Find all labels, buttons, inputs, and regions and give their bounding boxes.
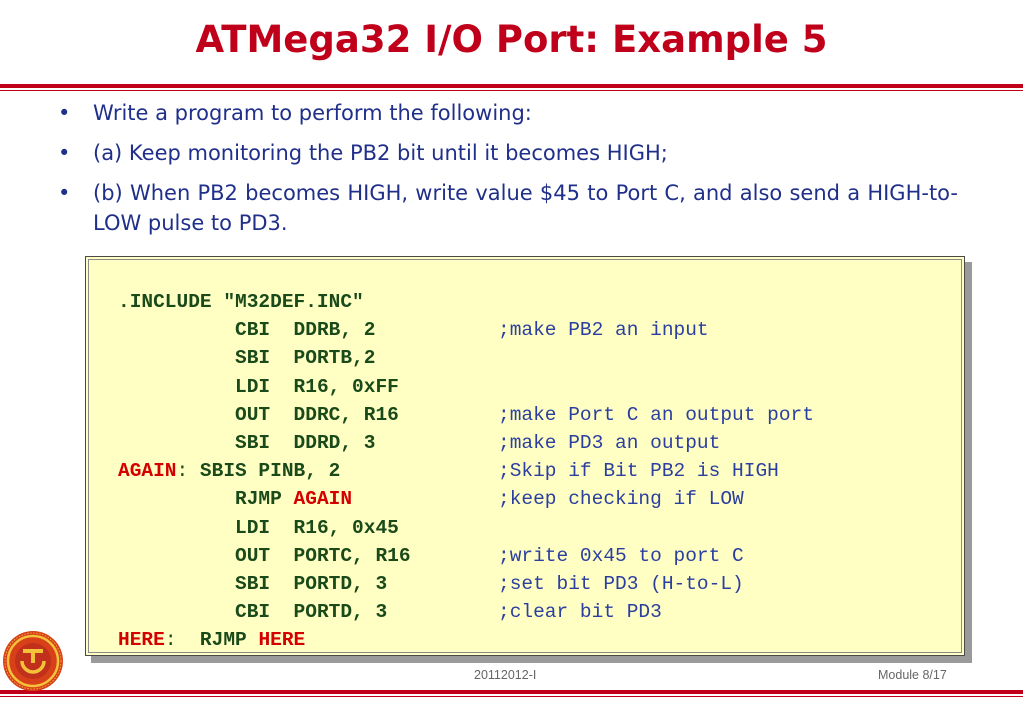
bullet-text: Write a program to perform the following… — [93, 101, 532, 125]
code-line: OUT DDRC, R16 ;make Port C an output port — [118, 401, 918, 429]
code-comment: ;keep checking if LOW — [498, 488, 744, 511]
footer-date: 20112012-I — [474, 668, 537, 682]
code-jump-target: HERE — [258, 629, 306, 652]
code-line: SBI PORTB,2 — [118, 344, 918, 372]
title-divider-thin — [0, 90, 1023, 91]
bullet-item: • (b) When PB2 becomes HIGH, write value… — [58, 178, 958, 238]
code-line: SBI DDRD, 3 ;make PD3 an output — [118, 429, 918, 457]
code-label: HERE — [118, 629, 165, 652]
code-line: HERE: RJMP HERE — [118, 626, 918, 654]
footer-divider-thin — [0, 696, 1023, 697]
code-instruction: CBI PORTD, 3 — [235, 601, 388, 624]
code-line: CBI PORTD, 3 ;clear bit PD3 — [118, 598, 918, 626]
code-label-sep: : — [164, 629, 200, 652]
code-comment: ;set bit PD3 (H-to-L) — [498, 572, 744, 595]
footer-page: Module 8/17 — [878, 668, 947, 682]
code-instruction: LDI R16, 0x45 — [235, 516, 399, 539]
code-box-inner-border — [88, 259, 962, 653]
code-comment: ;Skip if Bit PB2 is HIGH — [498, 460, 779, 483]
university-seal-icon — [3, 631, 63, 691]
bullet-list: • Write a program to perform the followi… — [58, 98, 958, 249]
code-comment: ;write 0x45 to port C — [498, 544, 744, 567]
code-line: LDI R16, 0x45 — [118, 514, 918, 542]
code-comment: ;make PD3 an output — [498, 431, 721, 454]
bullet-text: (b) When PB2 becomes HIGH, write value $… — [93, 181, 958, 235]
code-line: SBI PORTD, 3 ;set bit PD3 (H-to-L) — [118, 570, 918, 598]
code-instruction: CBI DDRB, 2 — [235, 319, 376, 342]
code-comment: ;make Port C an output port — [498, 403, 814, 426]
footer-divider — [0, 690, 1023, 694]
code-instruction: SBI PORTB,2 — [235, 347, 376, 370]
bullet-dot: • — [58, 141, 71, 165]
code-instruction: OUT PORTC, R16 — [235, 544, 411, 567]
bullet-item: • Write a program to perform the followi… — [58, 98, 958, 128]
code-listing: .INCLUDE "M32DEF.INC" CBI DDRB, 2 ;make P… — [118, 288, 918, 654]
code-instruction: SBIS PINB, 2 — [199, 460, 341, 483]
code-comment: ;make PB2 an input — [498, 319, 709, 342]
code-instruction: RJMP — [199, 629, 259, 652]
code-jump-target: AGAIN — [293, 488, 353, 511]
code-instruction: SBI PORTD, 3 — [235, 572, 388, 595]
code-box — [85, 256, 965, 656]
title-divider — [0, 84, 1023, 88]
code-label-sep: : — [176, 460, 200, 483]
bullet-item: • (a) Keep monitoring the PB2 bit until … — [58, 138, 958, 168]
code-label: AGAIN — [118, 460, 177, 483]
code-instruction: RJMP — [235, 488, 294, 511]
bullet-dot: • — [58, 101, 71, 125]
code-line: CBI DDRB, 2 ;make PB2 an input — [118, 316, 918, 344]
code-line: LDI R16, 0xFF — [118, 373, 918, 401]
code-line: OUT PORTC, R16 ;write 0x45 to port C — [118, 542, 918, 570]
code-instruction: LDI R16, 0xFF — [235, 375, 399, 398]
code-instruction: OUT DDRC, R16 — [235, 403, 399, 426]
bullet-text: (a) Keep monitoring the PB2 bit until it… — [93, 141, 668, 165]
code-directive: .INCLUDE "M32DEF.INC" — [118, 291, 364, 313]
bullet-dot: • — [58, 181, 71, 205]
code-line: .INCLUDE "M32DEF.INC" — [118, 288, 918, 316]
slide-title: ATMega32 I/O Port: Example 5 — [195, 18, 828, 61]
code-comment: ;clear bit PD3 — [498, 601, 662, 624]
code-instruction: SBI DDRD, 3 — [235, 431, 376, 454]
code-line: AGAIN: SBIS PINB, 2 ;Skip if Bit PB2 is H… — [118, 457, 918, 485]
code-line: RJMP AGAIN ;keep checking if LOW — [118, 485, 918, 513]
